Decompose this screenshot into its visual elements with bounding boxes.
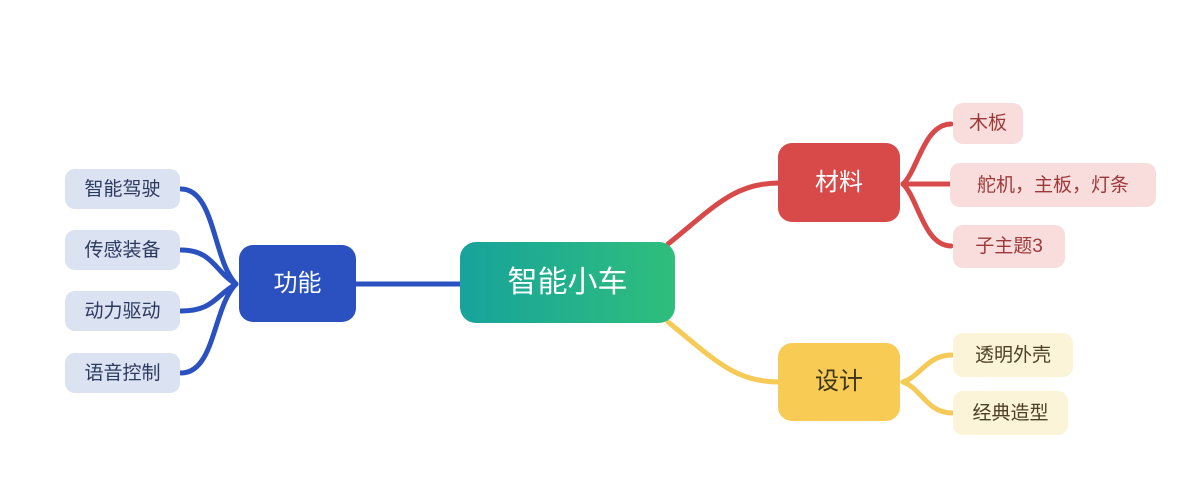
edge-material-to-subtopic3 bbox=[900, 181, 954, 249]
child-node-servo-board-led[interactable]: 舵机，主板，灯条 bbox=[950, 163, 1156, 207]
child-node-sensors[interactable]: 传感装备 bbox=[65, 230, 180, 270]
edge-root-to-material bbox=[665, 180, 782, 247]
edge-material-to-wood bbox=[900, 121, 954, 187]
branch-node-design[interactable]: 设计 bbox=[778, 343, 900, 421]
child-node-transparent-shell[interactable]: 透明外壳 bbox=[953, 333, 1073, 377]
edge-function-to-smart-driving bbox=[178, 186, 239, 287]
edge-root-to-design bbox=[665, 319, 782, 385]
branch-node-material[interactable]: 材料 bbox=[778, 143, 900, 222]
child-node-classic-style[interactable]: 经典造型 bbox=[953, 391, 1068, 435]
edge-design-to-classic bbox=[900, 379, 955, 416]
child-node-power[interactable]: 动力驱动 bbox=[65, 291, 180, 331]
edge-function-to-voice bbox=[178, 281, 239, 376]
child-node-subtopic3[interactable]: 子主题3 bbox=[953, 225, 1065, 268]
child-node-smart-driving[interactable]: 智能驾驶 bbox=[65, 169, 180, 209]
root-topic-node[interactable]: 智能小车 bbox=[460, 242, 675, 323]
child-node-voice[interactable]: 语音控制 bbox=[65, 353, 180, 393]
edge-function-to-power bbox=[178, 281, 239, 314]
branch-node-function[interactable]: 功能 bbox=[239, 245, 356, 322]
edge-function-to-sensors bbox=[178, 247, 239, 287]
edge-design-to-shell bbox=[900, 352, 955, 385]
child-node-wood[interactable]: 木板 bbox=[953, 103, 1023, 144]
